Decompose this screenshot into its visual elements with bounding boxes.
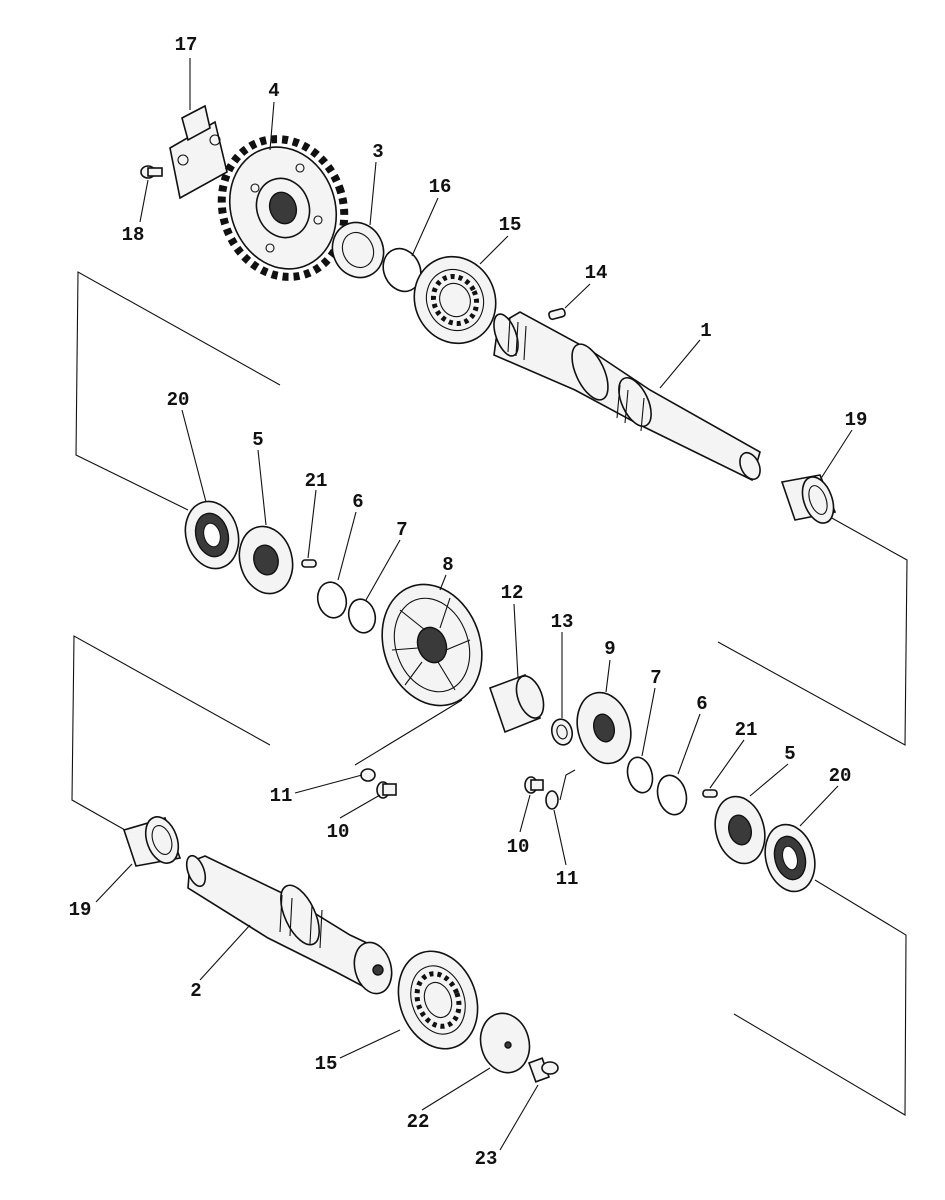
part-12-sleeve — [488, 673, 545, 734]
part-14-key — [548, 307, 566, 321]
part-11-washer-right — [545, 790, 559, 810]
label-part-10-right: 10 — [507, 836, 530, 858]
label-part-18: 18 — [122, 224, 145, 246]
part-18-bolt — [140, 165, 163, 179]
part-10-bolt-left — [376, 781, 397, 799]
label-part-10-left: 10 — [327, 821, 350, 843]
label-part-7-right: 7 — [650, 667, 661, 689]
part-13-washer — [550, 718, 574, 746]
part-20-seal-right — [764, 823, 816, 893]
guide-lines — [71, 271, 908, 1116]
label-part-21-left: 21 — [305, 470, 328, 492]
part-23-bolt — [527, 1057, 559, 1083]
part-5-flange-right — [714, 795, 766, 865]
label-part-21-right: 21 — [735, 719, 758, 741]
part-6-ring-right — [656, 774, 688, 816]
part-16-oring — [382, 247, 422, 293]
label-part-8: 8 — [442, 554, 453, 576]
label-part-14: 14 — [585, 262, 608, 284]
label-part-19-top: 19 — [845, 409, 868, 431]
part-9-plate — [576, 691, 632, 765]
label-part-20-left: 20 — [167, 389, 190, 411]
label-part-11-left: 11 — [270, 785, 293, 807]
part-21-pin-left — [301, 559, 317, 568]
part-6-ring-left — [316, 581, 348, 619]
leader-lines — [95, 58, 853, 1151]
label-part-15-top: 15 — [499, 214, 522, 236]
label-part-11-right: 11 — [556, 868, 579, 890]
label-part-23: 23 — [475, 1148, 498, 1170]
part-21-pin-right — [702, 789, 718, 798]
part-11-washer-left — [360, 768, 376, 782]
label-part-7-left: 7 — [396, 519, 407, 541]
part-7-snapring-right — [626, 756, 654, 794]
part-8-impeller — [381, 583, 483, 707]
part-10-bolt-right — [524, 776, 544, 794]
label-part-15-bottom: 15 — [315, 1053, 338, 1075]
label-part-12: 12 — [501, 582, 524, 604]
part-7-snapring-left — [347, 598, 377, 634]
part-4-sprocket — [217, 135, 349, 281]
part-22-cap — [479, 1012, 531, 1074]
label-part-4: 4 — [268, 80, 279, 102]
label-part-20-right: 20 — [829, 765, 852, 787]
part-1-shaft — [493, 311, 761, 482]
part-15-bearing-top — [413, 255, 497, 345]
part-labels: 17 4 3 16 15 14 18 1 19 20 5 21 6 7 8 12… — [69, 34, 868, 1170]
label-part-6-right: 6 — [696, 693, 707, 715]
part-2-shaft — [185, 854, 393, 995]
label-part-13: 13 — [551, 611, 574, 633]
label-part-1: 1 — [700, 320, 711, 342]
label-part-3: 3 — [372, 141, 383, 163]
label-part-16: 16 — [429, 176, 452, 198]
part-15-bearing-bottom — [397, 950, 479, 1050]
label-part-6-left: 6 — [352, 491, 363, 513]
part-5-flange-left — [238, 525, 294, 595]
part-3-collar — [331, 221, 385, 279]
part-19-needle-bearing-top — [780, 474, 837, 524]
label-part-5-left: 5 — [252, 429, 263, 451]
part-17-lock-plate — [169, 104, 228, 200]
part-20-seal-left — [184, 500, 240, 570]
label-part-19-bottom: 19 — [69, 899, 92, 921]
part-19-needle-bearing-bottom — [122, 816, 182, 867]
label-part-2: 2 — [190, 980, 201, 1002]
label-part-5-right: 5 — [784, 743, 795, 765]
label-part-9: 9 — [604, 638, 615, 660]
label-part-22: 22 — [407, 1111, 430, 1133]
label-part-17: 17 — [175, 34, 198, 56]
